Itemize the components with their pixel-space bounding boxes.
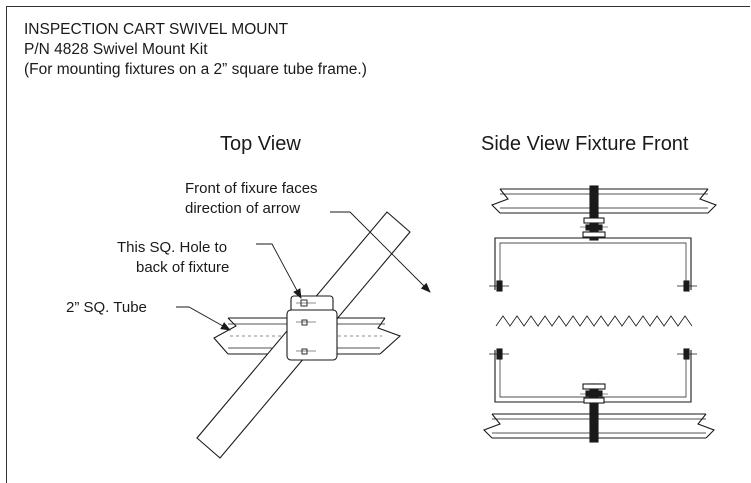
side-view-title: Side View Fixture Front (481, 133, 689, 155)
part-number: P/N 4828 Swivel Mount Kit (24, 41, 208, 58)
break-line (495, 315, 693, 327)
drawing-title: INSPECTION CART SWIVEL MOUNT (24, 21, 289, 38)
bottom-tube-section (483, 413, 715, 439)
top-bolt-stack (580, 185, 608, 241)
tube-note: 2” SQ. Tube (66, 299, 147, 316)
front-direction-note-line2: direction of arrow (185, 200, 301, 217)
hole-note-line1: This SQ. Hole to (117, 239, 228, 256)
bottom-bolt-stack (580, 383, 608, 443)
swivel-mount-plates (286, 295, 338, 361)
top-tube-section (491, 188, 717, 214)
top-view-title: Top View (220, 133, 301, 155)
mounting-note: (For mounting fixtures on a 2” square tu… (24, 61, 367, 78)
square-tube (213, 317, 402, 355)
top-view-drawing (176, 211, 431, 459)
leader-lines (176, 211, 431, 331)
side-view-drawing (483, 185, 717, 443)
hole-note-line2: back of fixture (136, 259, 230, 276)
front-direction-note-line1: Front of fixure faces (185, 180, 318, 197)
top-bracket (489, 237, 697, 292)
drawing-border (6, 6, 750, 483)
